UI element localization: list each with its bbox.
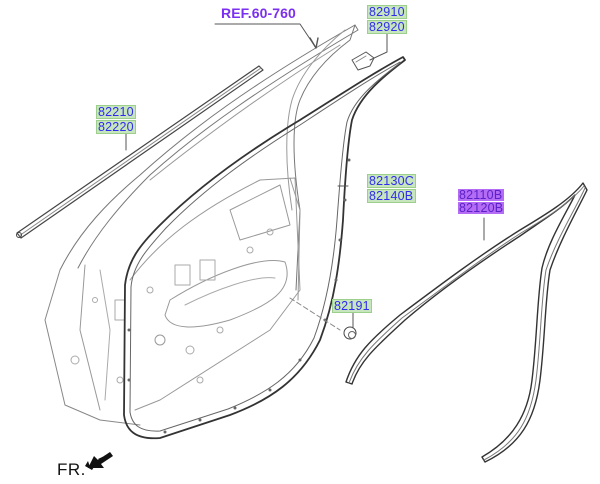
part-label-plug[interactable]: 82191	[332, 299, 372, 314]
part-number[interactable]: 82120B	[458, 201, 505, 215]
door-weatherstrip-part	[123, 56, 406, 440]
part-number[interactable]: 82140B	[367, 189, 416, 203]
part-label-body-weatherstrip[interactable]: 82110B 82120B	[458, 188, 505, 215]
part-number[interactable]: 82191	[332, 299, 372, 313]
part-number[interactable]: 82910	[367, 5, 407, 19]
part-number[interactable]: 82130C	[367, 174, 416, 188]
part-number[interactable]: 82110B	[458, 188, 505, 202]
part-number[interactable]: 82210	[96, 105, 136, 119]
belt-weatherstrip-part	[16, 65, 264, 239]
door-frame-part	[44, 24, 375, 426]
part-number[interactable]: 82220	[96, 120, 136, 134]
reference-label[interactable]: REF.60-760	[221, 5, 296, 21]
plug-part	[289, 297, 357, 340]
part-label-belt-weatherstrip[interactable]: 82210 82220	[96, 105, 136, 135]
front-direction-label: FR.	[57, 460, 86, 479]
leader-lines	[125, 23, 485, 329]
body-weatherstrip-part	[345, 182, 588, 463]
part-label-mirror-patch[interactable]: 82910 82920	[367, 5, 407, 35]
front-direction-arrow-icon	[85, 452, 113, 470]
part-number[interactable]: 82920	[367, 20, 407, 34]
part-label-door-weatherstrip[interactable]: 82130C 82140B	[367, 174, 416, 204]
